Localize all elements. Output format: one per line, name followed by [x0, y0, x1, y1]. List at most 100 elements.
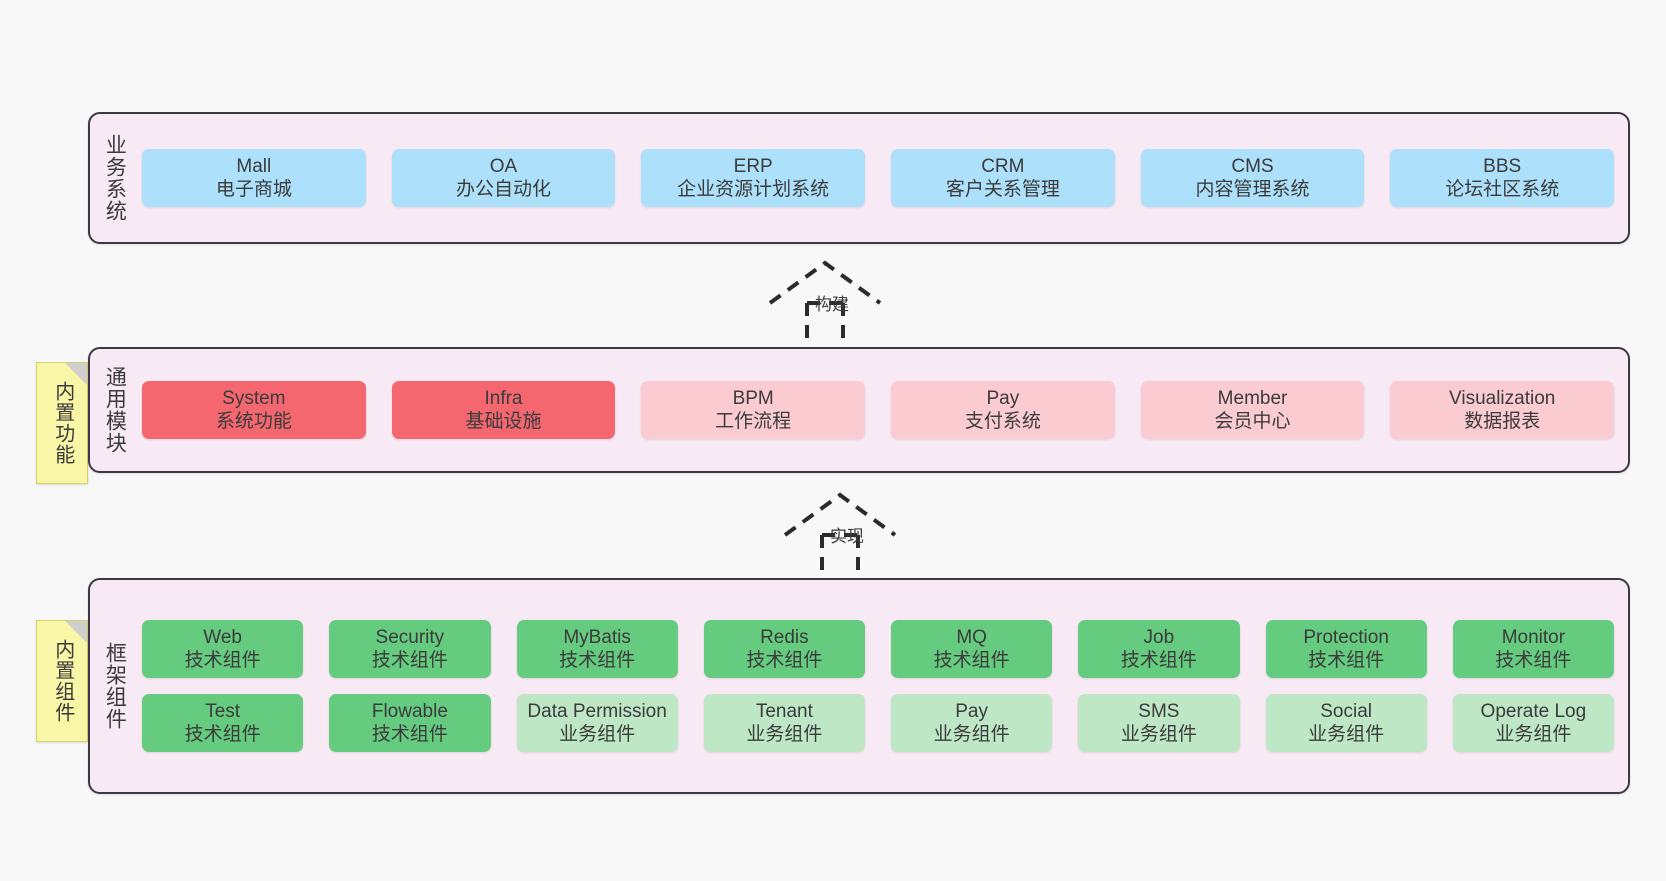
- card-title: Operate Log: [1480, 701, 1587, 722]
- card-subtitle: 工作流程: [715, 411, 792, 432]
- card-title: Redis: [760, 626, 809, 648]
- card-mall[interactable]: Mall 电子商城: [142, 148, 366, 208]
- card-subtitle: 业务组件: [746, 724, 823, 746]
- card-title: MQ: [956, 626, 987, 648]
- note-builtin-function: 内置功能: [36, 362, 88, 484]
- card-flowable[interactable]: Flowable 技术组件: [329, 694, 491, 753]
- card-title: Test: [205, 701, 241, 722]
- card-subtitle: 技术组件: [184, 649, 261, 671]
- card-row: Web 技术组件 Security 技术组件 MyBatis 技术组件 Redi…: [142, 619, 1614, 678]
- card-row: System 系统功能 Infra 基础设施 BPM 工作流程 Pay 支付系统…: [142, 380, 1615, 440]
- card-crm[interactable]: CRM 客户关系管理: [891, 148, 1115, 208]
- band-label-framework-component: 框架组件: [103, 642, 127, 730]
- card-subtitle: 技术组件: [1120, 649, 1197, 671]
- card-subtitle: 业务组件: [1120, 724, 1197, 746]
- arrow-implement-icon: [783, 492, 897, 578]
- card-title: Web: [203, 626, 242, 648]
- card-mq[interactable]: MQ 技术组件: [891, 619, 1053, 678]
- card-title: Pay: [955, 701, 988, 722]
- card-title: CRM: [981, 155, 1025, 177]
- card-title: BPM: [732, 387, 774, 409]
- card-title: SMS: [1138, 701, 1180, 722]
- card-member[interactable]: Member 会员中心: [1140, 380, 1365, 440]
- card-title: OA: [489, 155, 518, 177]
- card-title: Member: [1217, 387, 1288, 409]
- arrow-implement: 实现: [770, 490, 950, 580]
- card-title: CMS: [1231, 155, 1274, 177]
- card-web[interactable]: Web 技术组件: [142, 619, 304, 678]
- card-subtitle: 业务组件: [933, 724, 1010, 746]
- arrow-build-icon: [768, 260, 882, 346]
- card-title: Data Permission: [527, 701, 667, 722]
- card-title: Monitor: [1501, 626, 1566, 648]
- card-row: Mall 电子商城 OA 办公自动化 ERP 企业资源计划系统 CRM 客户关系…: [142, 148, 1615, 208]
- card-cms[interactable]: CMS 内容管理系统: [1140, 148, 1365, 208]
- band-body-framework-component: Web 技术组件 Security 技术组件 MyBatis 技术组件 Redi…: [138, 580, 1628, 792]
- note-label: 内置功能: [51, 381, 74, 465]
- card-protection[interactable]: Protection 技术组件: [1265, 619, 1427, 678]
- card-test[interactable]: Test 技术组件: [142, 694, 304, 753]
- band-common-module: 通用模块 System 系统功能 Infra 基础设施 BPM 工作流程 Pay…: [88, 347, 1630, 473]
- card-title: Mall: [236, 155, 272, 177]
- card-monitor[interactable]: Monitor 技术组件: [1452, 619, 1614, 678]
- card-job[interactable]: Job 技术组件: [1078, 619, 1240, 678]
- card-subtitle: 业务组件: [559, 724, 636, 746]
- card-bpm[interactable]: BPM 工作流程: [641, 380, 866, 440]
- card-subtitle: 系统功能: [215, 411, 292, 432]
- card-pay-component[interactable]: Pay 业务组件: [891, 694, 1053, 753]
- card-subtitle: 业务组件: [1495, 724, 1572, 746]
- card-subtitle: 业务组件: [1308, 724, 1385, 746]
- card-erp[interactable]: ERP 企业资源计划系统: [641, 148, 866, 208]
- card-title: Protection: [1303, 626, 1389, 648]
- card-title: BBS: [1483, 155, 1522, 177]
- arrow-implement-label: 实现: [830, 527, 864, 546]
- card-sms[interactable]: SMS 业务组件: [1078, 694, 1240, 753]
- arrow-build-label: 构建: [815, 295, 849, 314]
- card-title: System: [222, 387, 286, 409]
- card-title: Job: [1143, 626, 1175, 648]
- card-data-permission[interactable]: Data Permission 业务组件: [516, 694, 678, 753]
- note-fold-corner-icon: [65, 363, 87, 385]
- card-subtitle: 内容管理系统: [1195, 179, 1310, 200]
- card-row: Test 技术组件 Flowable 技术组件 Data Permission …: [142, 694, 1614, 753]
- card-subtitle: 论坛社区系统: [1445, 179, 1560, 200]
- band-body-business-system: Mall 电子商城 OA 办公自动化 ERP 企业资源计划系统 CRM 客户关系…: [138, 114, 1628, 242]
- card-subtitle: 企业资源计划系统: [677, 179, 830, 200]
- card-security[interactable]: Security 技术组件: [329, 619, 491, 678]
- card-subtitle: 技术组件: [371, 724, 448, 746]
- card-subtitle: 办公自动化: [456, 179, 552, 200]
- card-bbs[interactable]: BBS 论坛社区系统: [1390, 148, 1615, 208]
- band-framework-component: 框架组件 Web 技术组件 Security 技术组件 MyBatis 技术组件…: [88, 578, 1630, 794]
- note-builtin-component: 内置组件: [36, 620, 88, 742]
- band-label-business-system: 业务系统: [103, 134, 127, 222]
- card-tenant[interactable]: Tenant 业务组件: [703, 694, 865, 753]
- card-subtitle: 技术组件: [933, 649, 1010, 671]
- band-body-common-module: System 系统功能 Infra 基础设施 BPM 工作流程 Pay 支付系统…: [138, 349, 1628, 471]
- card-infra[interactable]: Infra 基础设施: [391, 380, 616, 440]
- card-title: Security: [375, 626, 445, 648]
- card-visualization[interactable]: Visualization 数据报表: [1390, 380, 1615, 440]
- card-subtitle: 技术组件: [371, 649, 448, 671]
- card-mybatis[interactable]: MyBatis 技术组件: [516, 619, 678, 678]
- card-title: MyBatis: [563, 626, 631, 648]
- card-subtitle: 技术组件: [184, 724, 261, 746]
- card-operate-log[interactable]: Operate Log 业务组件: [1452, 694, 1614, 753]
- card-title: Visualization: [1449, 387, 1556, 409]
- note-fold-corner-icon: [65, 621, 87, 643]
- card-subtitle: 数据报表: [1464, 411, 1541, 432]
- card-subtitle: 技术组件: [1308, 649, 1385, 671]
- card-title: Flowable: [371, 701, 448, 722]
- band-business-system: 业务系统 Mall 电子商城 OA 办公自动化 ERP 企业资源计划系统 CRM…: [88, 112, 1630, 244]
- card-subtitle: 基础设施: [465, 411, 542, 432]
- card-subtitle: 电子商城: [215, 179, 292, 200]
- card-system[interactable]: System 系统功能: [142, 380, 366, 440]
- card-social[interactable]: Social 业务组件: [1265, 694, 1427, 753]
- card-title: Infra: [484, 387, 523, 409]
- card-pay-module[interactable]: Pay 支付系统: [891, 380, 1115, 440]
- card-redis[interactable]: Redis 技术组件: [703, 619, 865, 678]
- card-oa[interactable]: OA 办公自动化: [391, 148, 616, 208]
- card-title: Social: [1320, 701, 1372, 722]
- note-label: 内置组件: [51, 639, 74, 723]
- card-title: ERP: [733, 155, 773, 177]
